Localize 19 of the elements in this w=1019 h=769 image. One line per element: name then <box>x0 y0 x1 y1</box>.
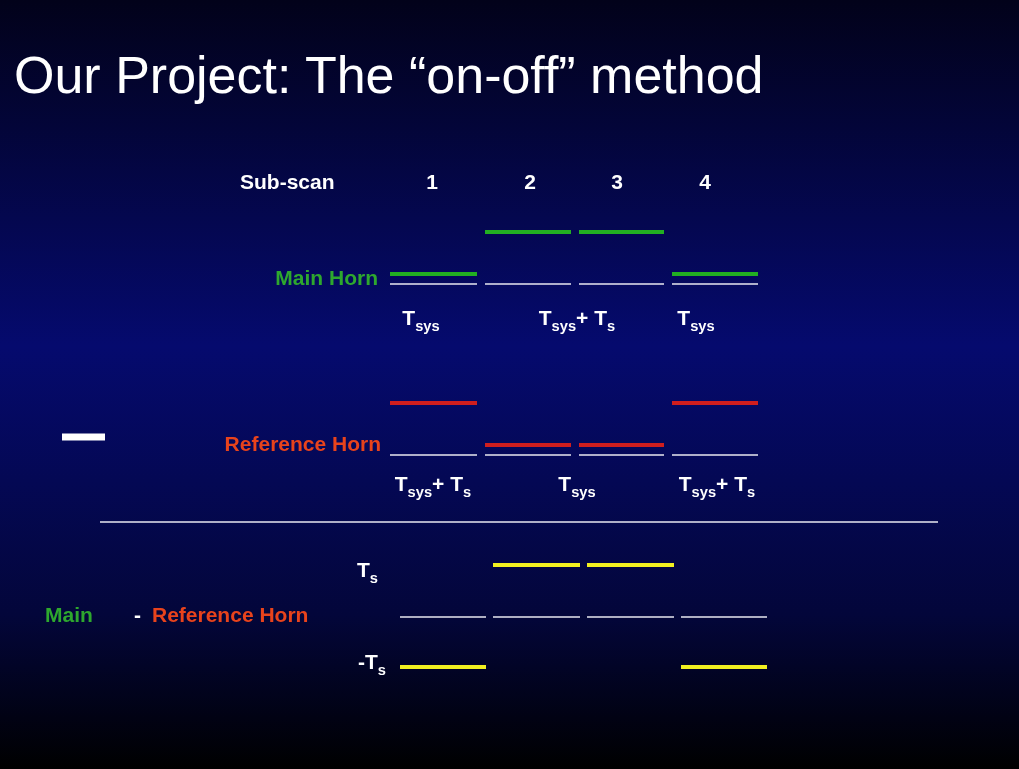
row-label: Reference Horn <box>224 432 381 456</box>
level-label: T$_{sys}$ <box>402 306 440 334</box>
row-label: Main <box>45 603 93 627</box>
minus-operator: - <box>134 603 141 627</box>
level-label: T$_{sys}$ <box>558 472 596 500</box>
axis-label: Sub-scan <box>240 170 335 194</box>
column-number: 1 <box>426 170 438 194</box>
level-label: T$_{sys}$ <box>677 306 715 334</box>
level-label: T$_{sys}$+ T$_{s}$ <box>394 472 472 500</box>
level-label: -T$_{s}$ <box>358 650 386 678</box>
row-label: Main Horn <box>275 266 378 290</box>
level-label: T$_{sys}$+ T$_{s}$ <box>678 472 756 500</box>
level-label: T$_{s}$ <box>357 558 378 586</box>
column-number: 3 <box>611 170 623 194</box>
level-label: T$_{sys}$+ T$_{s}$ <box>538 306 616 334</box>
row-label: Reference Horn <box>152 603 309 627</box>
slide-title: Our Project: The “on-off” method <box>14 45 764 106</box>
column-number: 2 <box>524 170 536 194</box>
column-number: 4 <box>699 170 711 194</box>
